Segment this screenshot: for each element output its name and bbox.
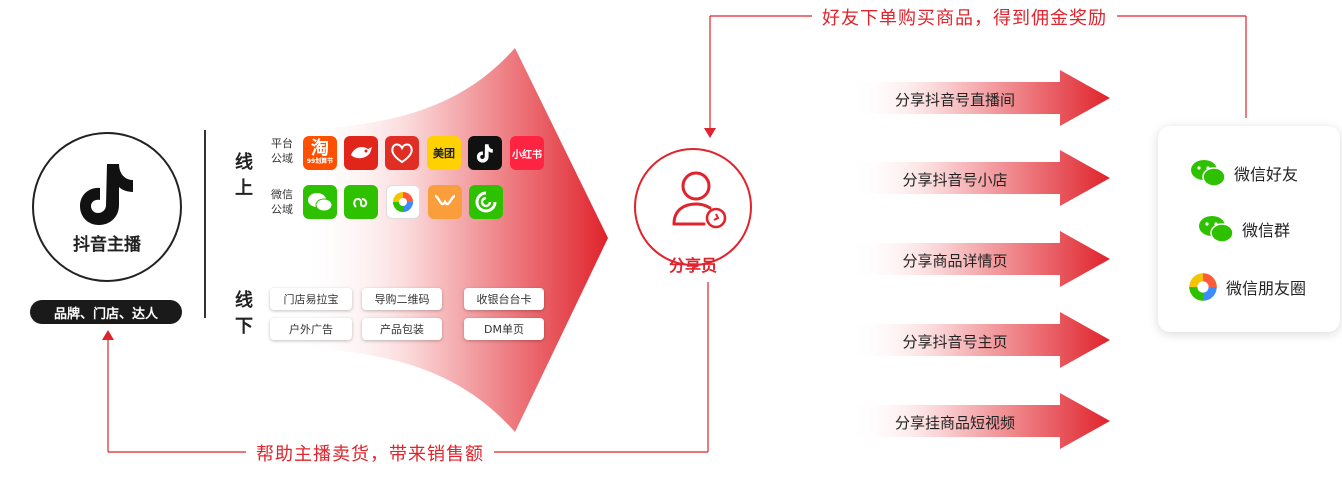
meituan-icon: 美团	[427, 136, 461, 170]
taobao-icon: 淘 99划算节	[303, 136, 337, 170]
jd-icon	[344, 136, 378, 170]
sharer-node	[634, 148, 752, 266]
share-target-label: 分享抖音号小店	[902, 171, 1008, 189]
offline-tag: 产品包装	[362, 318, 442, 340]
offline-tag: 收银台台卡	[464, 288, 544, 310]
wechat-icon	[303, 185, 337, 219]
online-side-label: 线 上	[235, 152, 253, 199]
offline-tag: DM单页	[464, 318, 544, 340]
anchor-node: 抖音主播	[32, 132, 182, 282]
wechat-label: 微信 公域	[271, 188, 293, 216]
funnel-arrow	[300, 48, 608, 432]
sharer-label: 分享员	[668, 256, 717, 275]
wechat-channels-box: 微信好友 微信群 微信朋友圈	[1158, 126, 1340, 332]
wechat-icon	[1199, 216, 1234, 243]
douyin-icon	[468, 136, 502, 170]
channels-icon	[428, 185, 462, 219]
user-share-icon	[672, 171, 727, 229]
anchor-title: 抖音主播	[73, 234, 141, 255]
anchor-badge: 品牌、门店、达人	[30, 300, 182, 324]
wechat-friend-item: 微信好友	[1190, 158, 1298, 188]
moments-icon	[1189, 273, 1217, 301]
offline-side-label: 线 下	[235, 290, 253, 337]
wechat-group-item: 微信群	[1198, 214, 1290, 244]
offline-tag: 导购二维码	[362, 288, 442, 310]
wechat-moments-item: 微信朋友圈	[1188, 272, 1306, 302]
moments-icon	[386, 185, 420, 219]
share-target-label: 分享挂商品短视频	[894, 414, 1015, 432]
pinduoduo-icon	[385, 136, 419, 170]
xiaohongshu-icon: 小红书	[510, 136, 544, 170]
bottom-flow-arrowhead	[102, 330, 114, 340]
wechat-icon	[1191, 160, 1226, 187]
wechat-search-icon	[469, 185, 503, 219]
miniprogram-icon	[344, 185, 378, 219]
platform-label: 平台 公域	[271, 137, 293, 165]
offline-tag: 门店易拉宝	[270, 288, 352, 310]
douyin-logo-icon	[80, 163, 133, 225]
share-target-label: 分享商品详情页	[902, 252, 1008, 270]
share-target-label: 分享抖音号直播间	[894, 91, 1015, 109]
offline-tag: 户外广告	[270, 318, 352, 340]
divider	[204, 130, 206, 318]
share-target-label: 分享抖音号主页	[902, 333, 1008, 351]
top-flow-line	[709, 15, 1247, 132]
share-arrows	[850, 70, 1110, 449]
bottom-flow-text: 帮助主播卖货，带来销售额	[246, 440, 494, 466]
top-flow-text: 好友下单购买商品，得到佣金奖励	[812, 4, 1117, 30]
top-flow-arrowhead	[704, 128, 716, 138]
